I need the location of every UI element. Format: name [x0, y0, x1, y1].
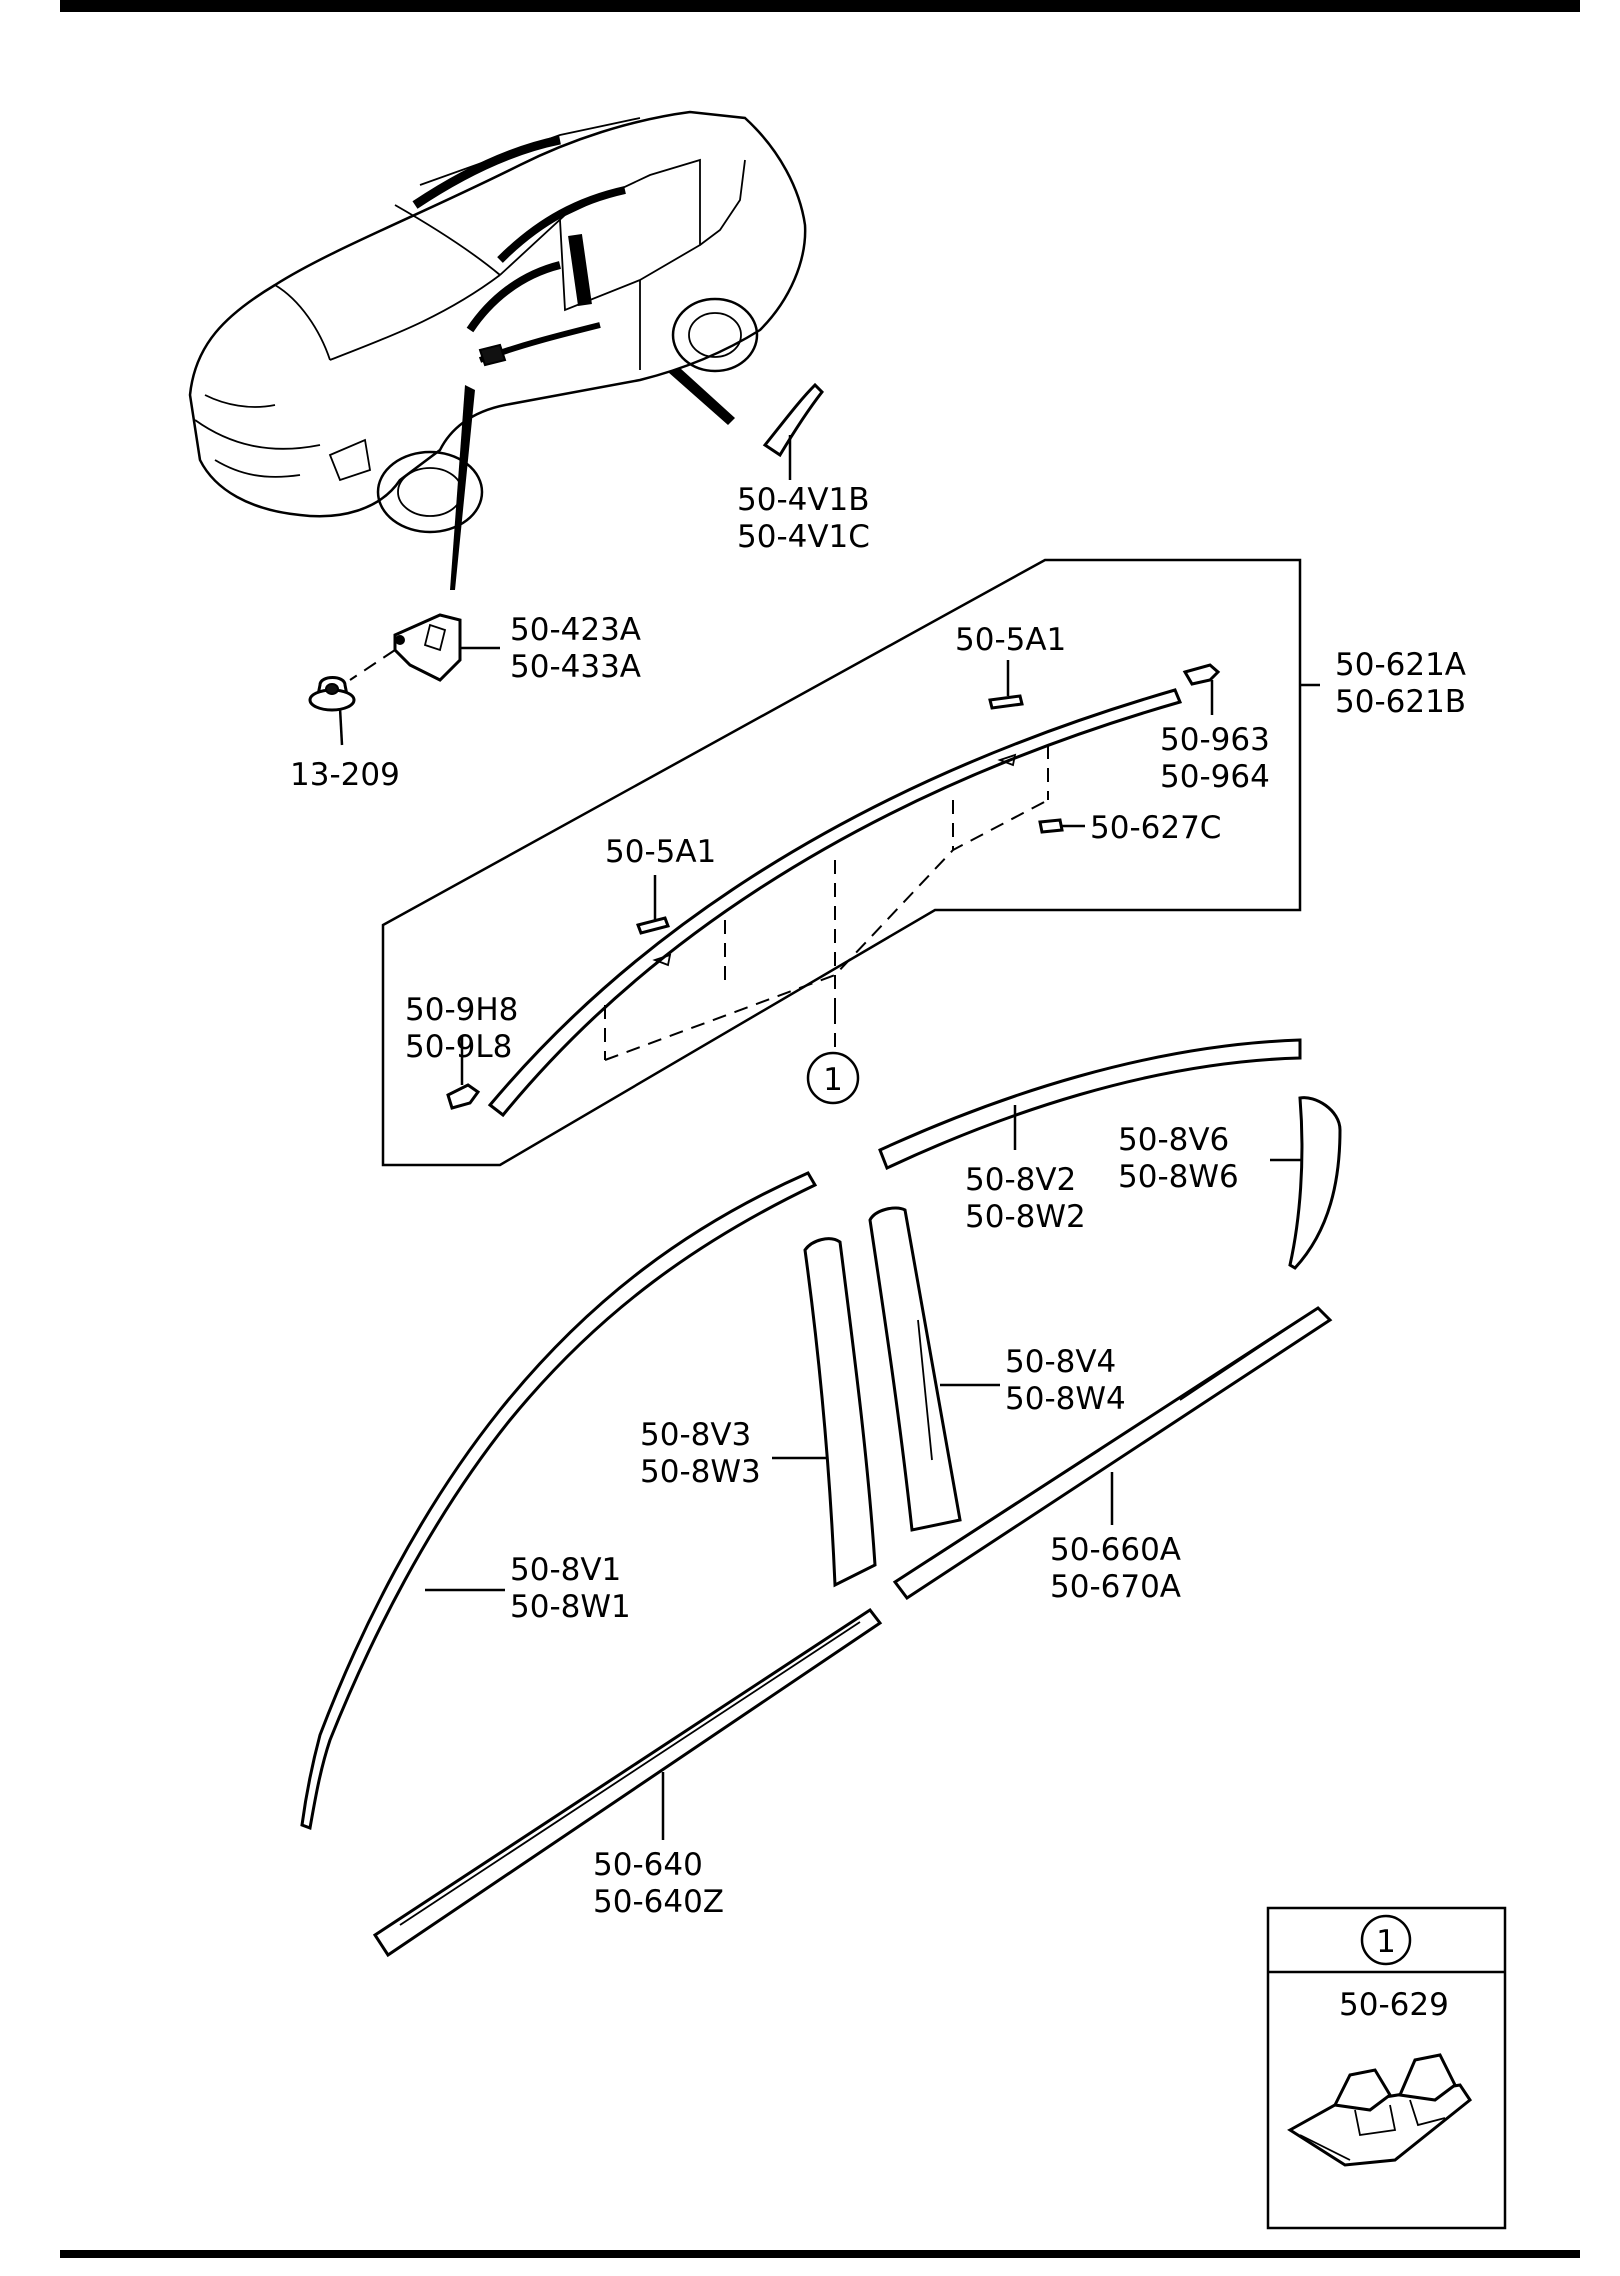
callout-50-8V1: 50-8V1: [510, 1552, 621, 1588]
callout-50-8V3: 50-8V3: [640, 1417, 751, 1453]
inset-box: 1 50-629: [1266, 1906, 1507, 2230]
callout-50-9H8: 50-9H8: [405, 992, 518, 1028]
callout-50-621B: 50-621B: [1335, 684, 1466, 720]
part-50-629-clip: [1287, 2053, 1473, 2167]
part-50-4V1B: [762, 382, 824, 480]
part-50-963-end-cap: [1182, 663, 1221, 715]
callout-50-627C: 50-627C: [1090, 810, 1221, 846]
callout-50-8W1: 50-8W1: [510, 1589, 631, 1625]
callout-50-8W4: 50-8W4: [1005, 1381, 1126, 1417]
part-50-423A: [349, 613, 500, 682]
part-13-209-clip: [308, 676, 356, 746]
part-50-9H8-end-cap: [446, 1035, 481, 1110]
bottom-rule: [60, 2250, 1580, 2258]
part-50-5A1-mid: [636, 875, 670, 935]
callout-50-640Z: 50-640Z: [593, 1884, 724, 1920]
callout-50-8V2: 50-8V2: [965, 1162, 1076, 1198]
part-50-627C-clip: [1038, 818, 1085, 834]
part-50-660A: [892, 1306, 1333, 1601]
inset-marker-1: [1360, 1914, 1412, 1966]
callout-50-8W6: 50-8W6: [1118, 1159, 1239, 1195]
part-50-8V6: [1270, 1096, 1342, 1270]
part-50-5A1-top: [988, 660, 1024, 710]
callout-50-640: 50-640: [593, 1847, 703, 1883]
top-rule: [60, 0, 1580, 12]
callout-50-8V6: 50-8V6: [1118, 1122, 1229, 1158]
callout-50-964: 50-964: [1160, 759, 1270, 795]
part-50-8V4: [868, 1206, 1000, 1532]
part-50-8V1: [300, 1171, 818, 1831]
inset-marker-1-label: 1: [1376, 1924, 1396, 1960]
inset-part-50-629: 50-629: [1339, 1987, 1449, 2023]
callout-50-5A1-top: 50-5A1: [955, 622, 1066, 658]
reference-marker-1-label: 1: [823, 1062, 843, 1098]
callout-50-8W3: 50-8W3: [640, 1454, 761, 1490]
callout-50-8V4: 50-8V4: [1005, 1344, 1116, 1380]
callout-50-660A: 50-660A: [1050, 1532, 1181, 1568]
callout-50-4V1C: 50-4V1C: [737, 519, 870, 555]
callout-13-209: 13-209: [290, 757, 400, 793]
callout-50-9L8: 50-9L8: [405, 1029, 512, 1065]
callout-50-433A: 50-433A: [510, 649, 641, 685]
callout-50-963: 50-963: [1160, 722, 1270, 758]
part-50-640: [372, 1607, 883, 1958]
callout-50-423A: 50-423A: [510, 612, 641, 648]
car-illustration: [188, 110, 807, 590]
callout-50-621A: 50-621A: [1335, 647, 1466, 683]
part-50-621A-roof-molding: [487, 688, 1183, 1118]
part-50-8V2: [878, 1038, 1302, 1171]
callout-50-670A: 50-670A: [1050, 1569, 1181, 1605]
part-50-8V3: [772, 1237, 877, 1588]
roof-molding-frame: [381, 558, 1302, 1167]
callout-50-4V1B: 50-4V1B: [737, 482, 870, 518]
callout-50-5A1-mid: 50-5A1: [605, 834, 716, 870]
reference-marker-1: [806, 1051, 860, 1105]
callout-50-8W2: 50-8W2: [965, 1199, 1086, 1235]
